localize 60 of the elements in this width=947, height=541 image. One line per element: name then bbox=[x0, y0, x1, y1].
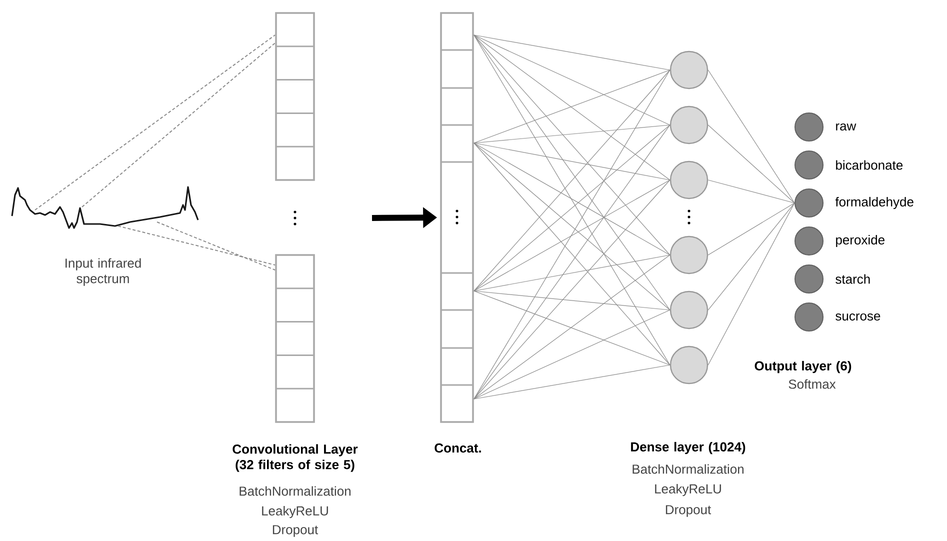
connection-line bbox=[474, 364, 670, 400]
layer-title: Output layer (6) bbox=[754, 360, 852, 374]
connection-line bbox=[474, 124, 670, 400]
connection-line bbox=[474, 290, 670, 366]
neuron bbox=[670, 106, 708, 144]
class-label: formaldehyde bbox=[835, 196, 914, 210]
connection-line bbox=[474, 310, 670, 400]
layer-note: BatchNormalization bbox=[632, 464, 744, 474]
neuron bbox=[670, 236, 708, 274]
class-label: sucrose bbox=[836, 313, 880, 321]
connection-line bbox=[708, 180, 795, 204]
class-label: starch bbox=[836, 274, 870, 284]
layer-note: BatchNormalization bbox=[240, 486, 350, 496]
neuron bbox=[670, 160, 708, 200]
connection-line bbox=[708, 202, 795, 256]
connection-line bbox=[474, 142, 670, 256]
layer-title: Dense layer (1024) bbox=[631, 442, 746, 454]
class-label: bicarbonate bbox=[836, 160, 903, 170]
connection-line bbox=[474, 180, 670, 292]
layer-title: Convolutional Layer (32 filters of size 5) bbox=[232, 444, 358, 472]
connection-line bbox=[474, 34, 670, 256]
class-label: peroxide bbox=[836, 234, 884, 248]
receptive-field-line bbox=[34, 34, 276, 210]
layer-note: Dropout bbox=[272, 525, 318, 537]
connection-line bbox=[474, 290, 670, 310]
connection-line bbox=[708, 124, 795, 204]
connection-line bbox=[474, 34, 670, 70]
connection-line bbox=[474, 70, 670, 400]
connection-line bbox=[474, 254, 670, 292]
connection-line bbox=[474, 142, 670, 180]
receptive-field-line bbox=[156, 222, 276, 270]
layer-note: Dropout bbox=[666, 505, 712, 517]
layer-note: Softmax bbox=[788, 379, 836, 389]
connection-line bbox=[708, 202, 795, 310]
connection-line bbox=[474, 70, 670, 144]
receptive-field-line bbox=[82, 42, 276, 208]
layer-note: LeakyReLU bbox=[655, 484, 721, 496]
connection-line bbox=[474, 142, 670, 366]
connection-line bbox=[474, 124, 670, 292]
connection-line bbox=[474, 34, 670, 126]
connection-line bbox=[474, 254, 670, 400]
connection-line bbox=[708, 202, 795, 366]
connection-line bbox=[474, 180, 670, 400]
connection-line bbox=[474, 124, 670, 144]
connection-line bbox=[474, 34, 670, 310]
layer-note: LeakyReLU bbox=[262, 506, 328, 518]
layer-column bbox=[275, 12, 315, 181]
connection-line bbox=[474, 34, 670, 180]
connection-line bbox=[474, 34, 670, 366]
class-label: raw bbox=[836, 123, 856, 131]
spectrum-label: Input infrared spectrum bbox=[66, 258, 141, 286]
connection-line bbox=[708, 70, 795, 204]
layer-column bbox=[275, 254, 315, 423]
receptive-field-line bbox=[118, 226, 276, 266]
neuron bbox=[670, 50, 708, 90]
neuron bbox=[670, 346, 708, 384]
neuron bbox=[670, 290, 708, 330]
connection-line bbox=[474, 70, 670, 292]
layer-title: Concat. bbox=[434, 443, 481, 453]
connection-line bbox=[474, 142, 670, 310]
